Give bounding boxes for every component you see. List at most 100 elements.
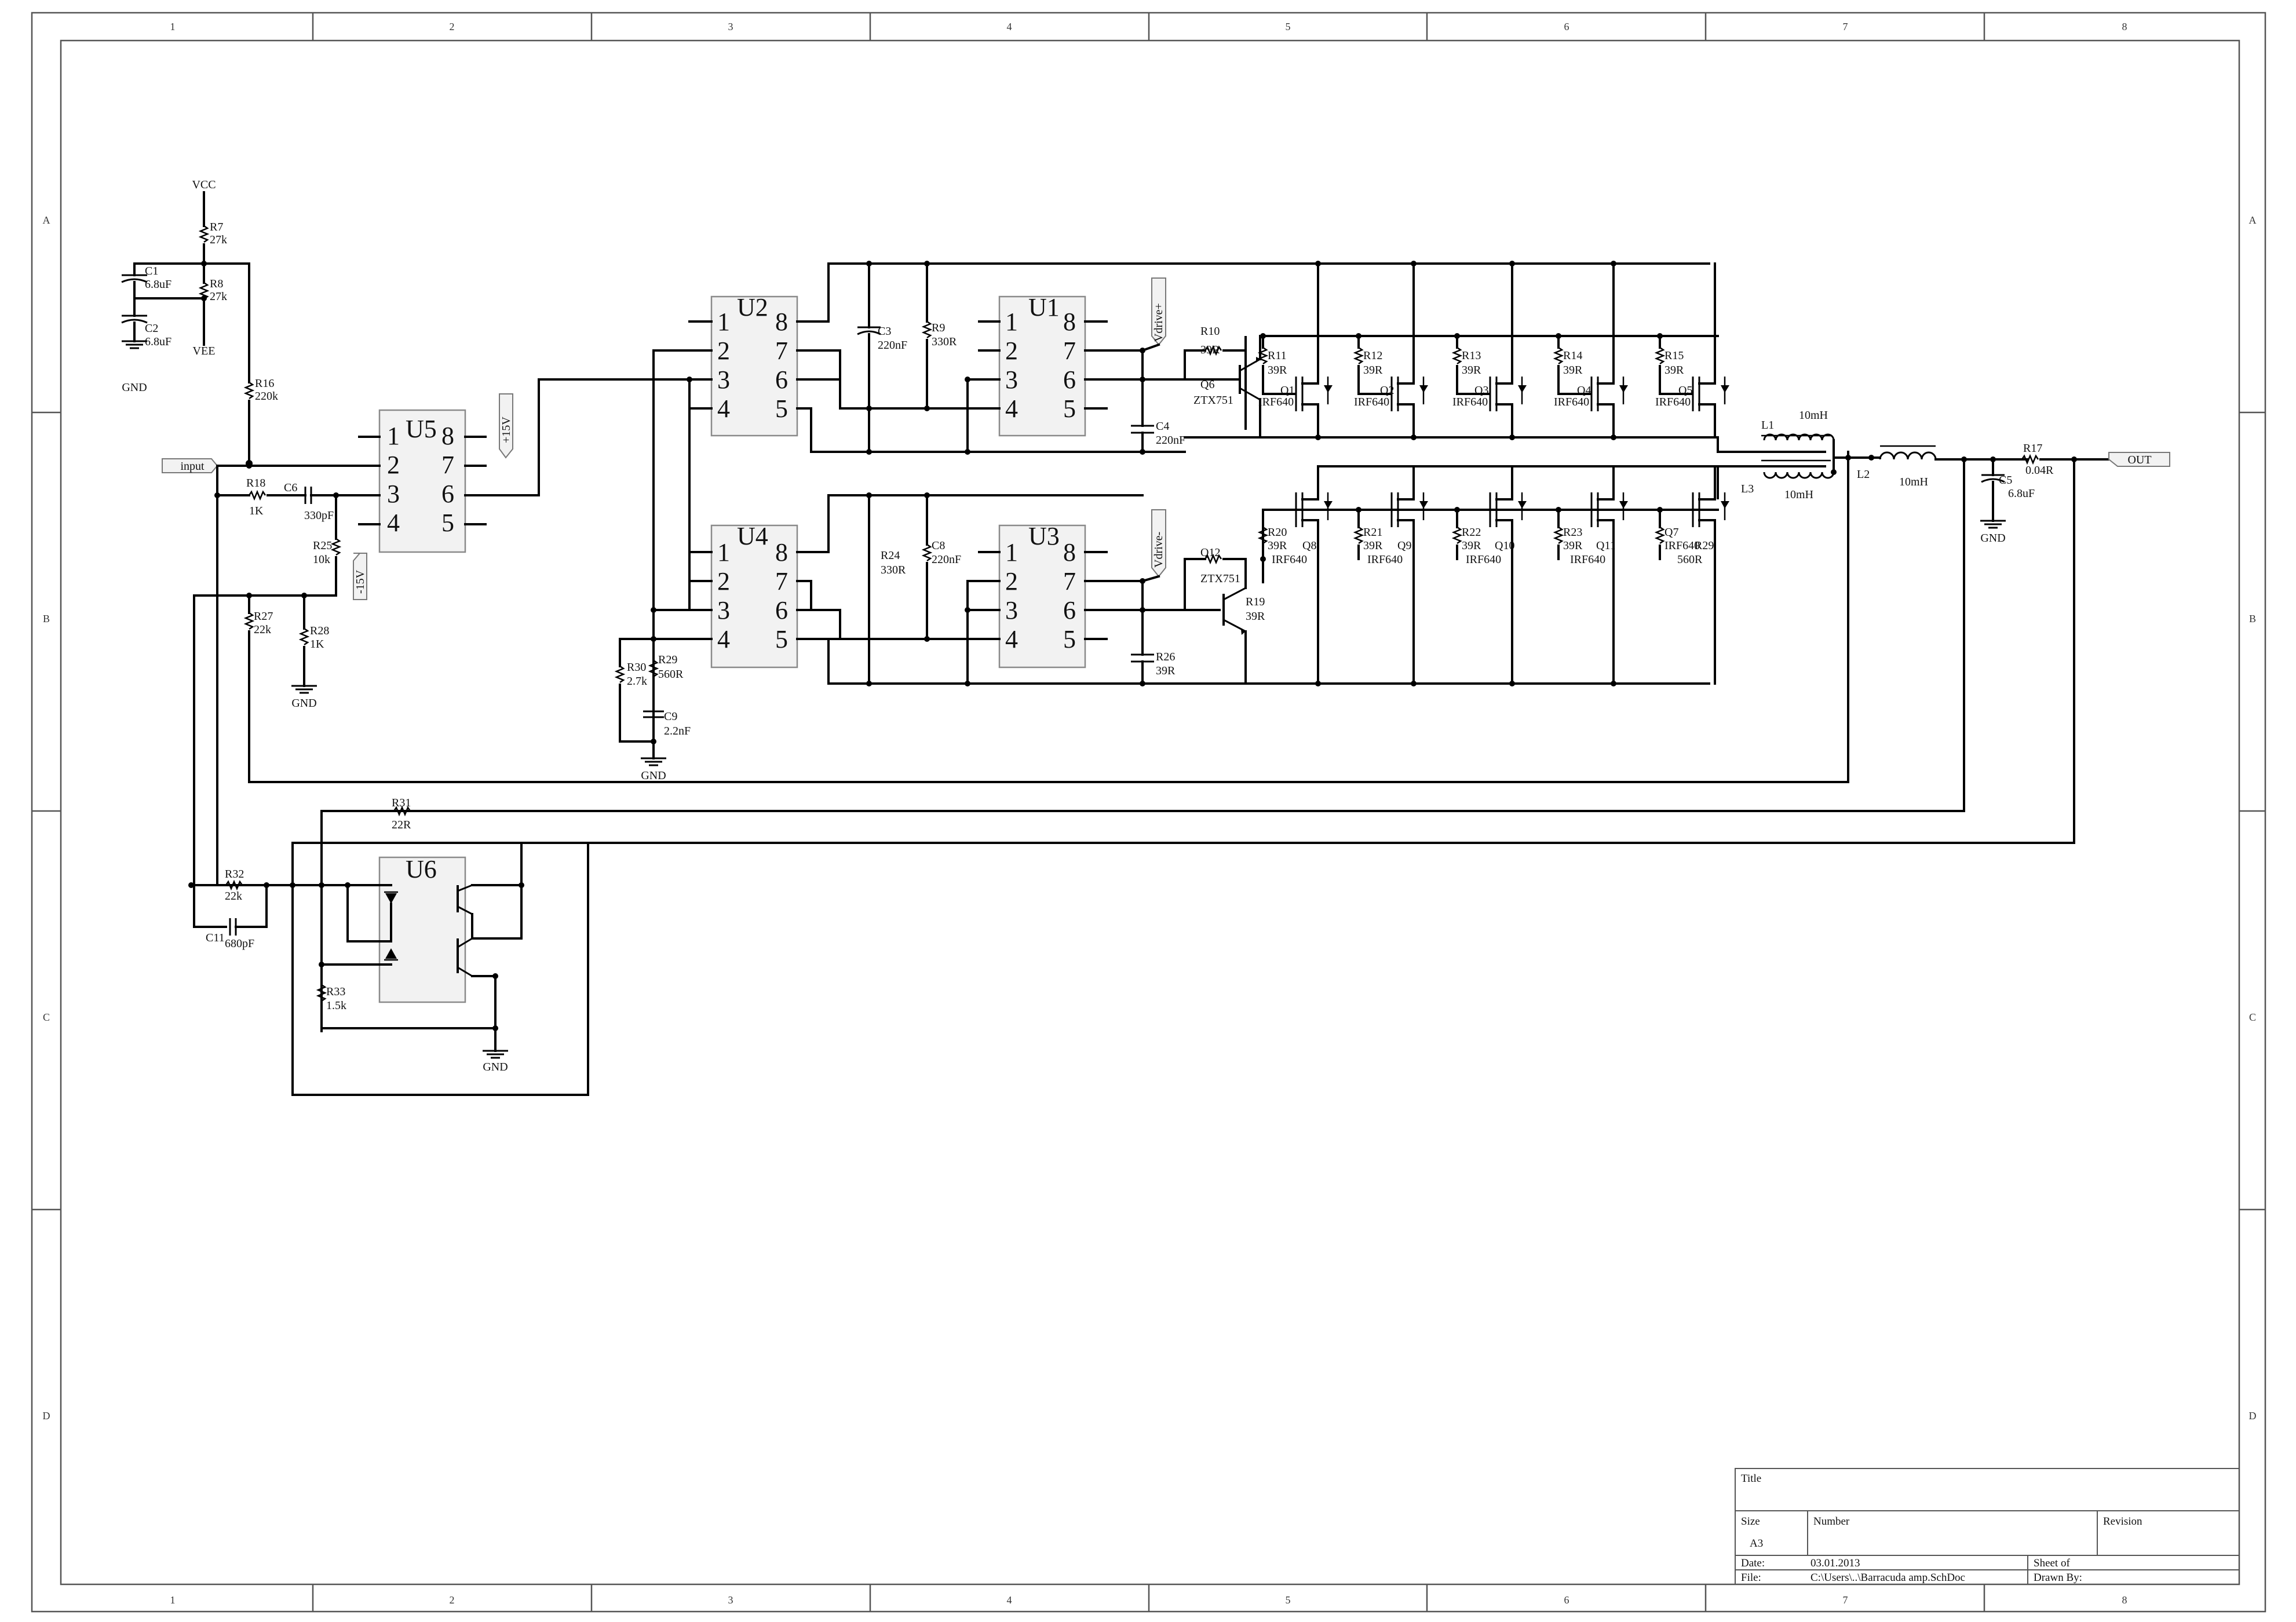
value-label: 39R: [1200, 344, 1220, 356]
ref-label: R24: [881, 549, 900, 562]
mosfet-q3: R13 39R Q3 IRF640: [1452, 261, 1527, 440]
ref-label: C8: [932, 539, 945, 552]
zone-row-label: D: [43, 1410, 50, 1422]
pin-label: 1: [1005, 308, 1018, 336]
gnd-label: GND: [641, 769, 666, 782]
ref-label: R31: [392, 797, 411, 809]
zone-col-label: 5: [1286, 1594, 1291, 1606]
ref-label: R27: [254, 610, 273, 623]
zone-row-label: B: [2249, 613, 2256, 624]
upper-driver-wiring: Vdrive+ C3 220nF R9 330R C4 220nF: [810, 261, 1710, 455]
input-port-label[interactable]: input: [180, 460, 205, 473]
pin-label: 2: [717, 337, 730, 365]
date-value: 03.01.2013: [1810, 1557, 1860, 1569]
value-label: IRF640: [1452, 396, 1488, 408]
pin-label: 4: [1005, 394, 1018, 423]
value-label: 10mH: [1784, 488, 1813, 501]
mosfet-q9: R22 39R Q10 IRF640: [1452, 465, 1527, 686]
pin-label: 3: [387, 480, 400, 508]
mosfet-q8: R21 39R Q9 IRF640: [1354, 465, 1428, 686]
output-inductors: L1 10mH L2 10mH L3 10mH: [1741, 409, 2029, 501]
ref-label: Q3: [1474, 384, 1488, 397]
ic-u2: U2 1 2 3 4 8 7 6 5: [652, 293, 841, 437]
output-port-label[interactable]: OUT: [2127, 454, 2151, 466]
ref-label: R14: [1563, 349, 1582, 362]
lower-drain-bus: [1317, 436, 1826, 511]
pin-label: 8: [441, 422, 454, 450]
pin-label: 7: [775, 337, 788, 365]
value-label: 27k: [210, 290, 227, 303]
ref-label: R20: [1268, 526, 1287, 539]
pin-label: 2: [1005, 337, 1018, 365]
pin-label: 6: [1063, 366, 1076, 394]
value-label: IRF640: [1554, 396, 1589, 408]
zone-col-label: 7: [1843, 21, 1848, 32]
pin-label: 5: [441, 509, 454, 537]
value-label: 39R: [1363, 364, 1383, 377]
value-label: 39R: [1563, 539, 1583, 552]
value-label: 39R: [1563, 364, 1583, 377]
value-label: IRF640: [1655, 396, 1691, 408]
pin-label: 1: [1005, 538, 1018, 567]
value-label: IRF640: [1367, 553, 1403, 566]
ref-label: C6: [284, 481, 297, 494]
ref-label: R29: [1695, 539, 1714, 552]
ref-label: R26: [1156, 651, 1175, 663]
vdrive-minus-label: Vdrive-: [1152, 532, 1165, 568]
value-label: 2.7k: [627, 675, 647, 688]
size-label: Size: [1741, 1515, 1760, 1528]
ic-label: U4: [737, 522, 768, 550]
zone-col-label: 6: [1564, 1594, 1569, 1606]
p15-label: +15V: [500, 417, 513, 443]
pin-label: 5: [775, 394, 788, 423]
ref-label: R29: [658, 653, 677, 666]
size-value: A3: [1750, 1537, 1763, 1550]
ref-label: R32: [225, 868, 244, 881]
pin-label: 7: [441, 451, 454, 479]
title-block: Title Size A3 Number Revision Date: 03.0…: [1735, 1468, 2240, 1585]
sheet-label: Sheet of: [2034, 1557, 2070, 1569]
value-label: 680pF: [225, 937, 254, 950]
drawing-frame: [31, 12, 2266, 1613]
mosfet-q1: R11 39R Q1 IRF640: [1258, 261, 1333, 440]
value-label: 330pF: [304, 509, 334, 522]
mosfet-q10: R23 39R Q11 IRF640: [1554, 465, 1628, 686]
pin-label: 6: [775, 366, 788, 394]
output-network: OUT R17 0.04R C5 6.8uF GND: [1961, 442, 2170, 844]
ref-label: C11: [206, 931, 225, 944]
gnd-label: GND: [291, 697, 316, 710]
title-label: Title: [1741, 1473, 1761, 1485]
value-label: ZTX751: [1193, 394, 1233, 407]
pin-label: 5: [1063, 625, 1076, 653]
ref-label: Q10: [1495, 539, 1514, 552]
ic-u3: U3 1 2 3 4 8 7 6 5: [966, 522, 1186, 668]
value-label: 2.2nF: [664, 725, 691, 737]
vdrive-plus-label: Vdrive+: [1152, 303, 1165, 342]
gnd-label: GND: [122, 381, 147, 394]
value-label: 27k: [210, 233, 227, 246]
mosfet-q4: R14 39R Q4 IRF640: [1554, 261, 1628, 440]
ref-label: R30: [627, 661, 646, 674]
ref-label: C9: [664, 710, 677, 723]
value-label: 330R: [932, 335, 957, 348]
zone-col-label: 7: [1843, 1594, 1848, 1606]
value-label: 39R: [1246, 610, 1265, 623]
value-label: 330R: [881, 564, 906, 576]
m15-label: -15V: [354, 569, 367, 594]
pin-label: 7: [1063, 567, 1076, 596]
pin-label: 8: [1063, 538, 1076, 567]
ref-label: R21: [1363, 526, 1382, 539]
ref-label: L3: [1741, 483, 1754, 495]
pin-label: 2: [1005, 567, 1018, 596]
number-label: Number: [1813, 1515, 1850, 1528]
value-label: 10k: [313, 553, 330, 566]
value-label: 6.8uF: [2008, 487, 2035, 500]
value-label: 39R: [1363, 539, 1383, 552]
ic-label: U6: [406, 855, 437, 883]
value-label: 560R: [658, 668, 684, 681]
value-label: 6.8uF: [145, 278, 171, 291]
value-label: IRF640: [1466, 553, 1501, 566]
value-label: 10mH: [1799, 409, 1828, 422]
pin-label: 1: [717, 538, 730, 567]
pin-label: 3: [717, 366, 730, 394]
